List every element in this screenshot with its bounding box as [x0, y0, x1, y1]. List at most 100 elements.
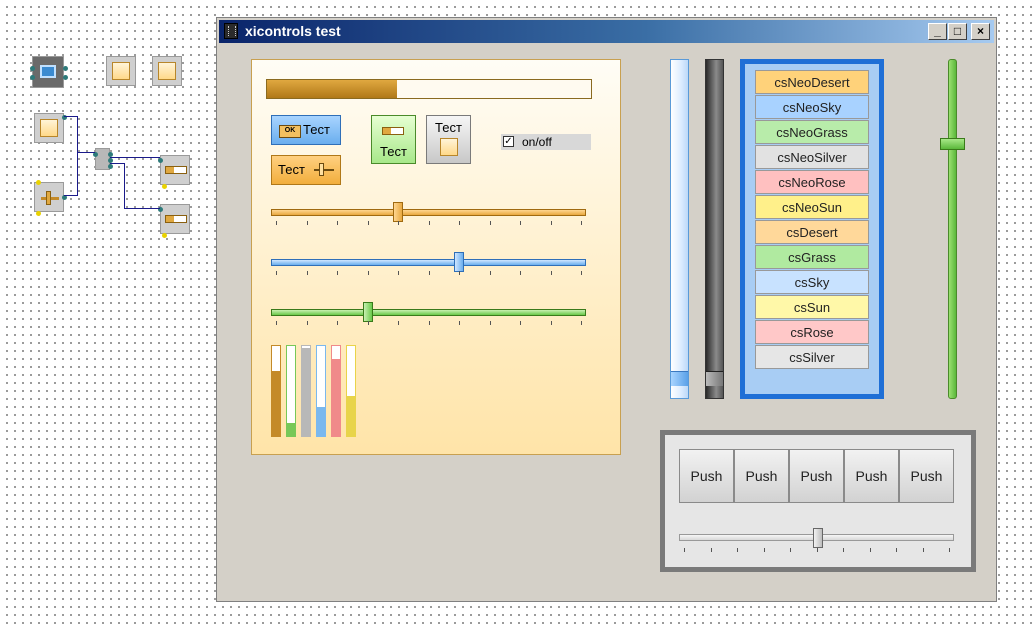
canvas-widget-panel-3[interactable]: [34, 113, 67, 143]
ok-icon: OK: [279, 125, 301, 138]
wire: [77, 152, 95, 153]
level-bar-fill: [347, 396, 355, 436]
tick: [276, 271, 277, 275]
level-bar: [301, 345, 311, 437]
tick: [398, 271, 399, 275]
tick: [790, 548, 791, 552]
style-list-item[interactable]: csNeoSilver: [755, 145, 869, 169]
style-list-item[interactable]: csNeoSun: [755, 195, 869, 219]
canvas-widget-panel-1[interactable]: [106, 56, 136, 86]
style-list-item[interactable]: csGrass: [755, 245, 869, 269]
slider-blue[interactable]: [271, 259, 586, 266]
toggle-icon: [382, 127, 404, 135]
tick: [276, 221, 277, 225]
level-bar-fill: [302, 347, 310, 436]
test-button-orange-label: Тест: [278, 162, 305, 177]
slider-green-thumb[interactable]: [362, 302, 373, 322]
push-button[interactable]: Push: [734, 449, 789, 503]
wire: [124, 208, 160, 209]
vertical-slider-green-thumb[interactable]: [940, 138, 965, 151]
level-bar: [271, 345, 281, 437]
test-toggle-silver[interactable]: Тест: [426, 115, 471, 164]
chip-icon: [224, 23, 238, 39]
minimize-button[interactable]: _: [928, 23, 947, 40]
checkbox-box[interactable]: ✓: [503, 136, 514, 147]
tick: [489, 221, 491, 225]
square-icon: [440, 138, 458, 156]
style-list-item[interactable]: csNeoRose: [755, 170, 869, 194]
push-slider[interactable]: [679, 528, 954, 548]
level-bar-fill: [287, 423, 295, 436]
tick: [367, 321, 369, 325]
canvas-widget-hub[interactable]: [93, 148, 113, 170]
tick: [922, 548, 924, 552]
style-list-item[interactable]: csSilver: [755, 345, 869, 369]
style-list-item[interactable]: csNeoDesert: [755, 70, 869, 94]
tick: [398, 221, 399, 225]
test-toggle-green[interactable]: Тест: [371, 115, 416, 164]
on-off-checkbox[interactable]: ✓ on/off: [501, 134, 591, 150]
vertical-slider-dark[interactable]: [705, 59, 724, 399]
push-button[interactable]: Push: [899, 449, 954, 503]
test-button-blue[interactable]: OK Тест: [271, 115, 341, 145]
tick: [398, 321, 399, 325]
tick: [896, 548, 897, 552]
push-button[interactable]: Push: [844, 449, 899, 503]
style-list-item[interactable]: csNeoSky: [755, 95, 869, 119]
tick: [276, 321, 277, 325]
level-bar: [346, 345, 356, 437]
level-bar: [316, 345, 326, 437]
tick: [550, 321, 552, 325]
style-list-item[interactable]: csSun: [755, 295, 869, 319]
slider-green[interactable]: [271, 309, 586, 316]
tick: [581, 271, 582, 275]
tick: [489, 271, 491, 275]
tick: [428, 221, 430, 225]
vertical-slider-dark-thumb[interactable]: [706, 371, 723, 387]
progress-bar: [266, 79, 592, 99]
close-button[interactable]: ×: [971, 23, 990, 40]
app-window: xicontrols test _ □ × OK Тест Тест Тест …: [216, 17, 997, 602]
tick: [489, 321, 491, 325]
test-button-orange[interactable]: Тест: [271, 155, 341, 185]
toggle-icon: [165, 166, 187, 174]
tick: [367, 271, 369, 275]
canvas-widget-panel-2[interactable]: [152, 56, 182, 86]
slider-blue-thumb[interactable]: [454, 252, 464, 272]
slider-green-ticks: [276, 321, 582, 325]
canvas-widget-slider[interactable]: [34, 180, 67, 216]
level-bar-fill: [317, 407, 325, 436]
push-button[interactable]: Push: [789, 449, 844, 503]
tick: [306, 221, 308, 225]
tick: [428, 321, 430, 325]
tick: [520, 221, 521, 225]
maximize-button[interactable]: □: [948, 23, 967, 40]
vertical-slider-blue[interactable]: [670, 59, 689, 399]
style-list-item[interactable]: csNeoGrass: [755, 120, 869, 144]
tick: [581, 321, 582, 325]
level-bar: [331, 345, 341, 437]
title-bar[interactable]: xicontrols test _ □ ×: [219, 20, 994, 43]
tick: [337, 321, 338, 325]
push-button[interactable]: Push: [679, 449, 734, 503]
slider-orange-thumb[interactable]: [393, 202, 403, 222]
wire: [110, 163, 124, 164]
canvas-widget-toggle-2[interactable]: [158, 204, 190, 238]
progress-fill: [267, 80, 397, 98]
push-slider-thumb[interactable]: [812, 528, 823, 548]
canvas-widget-form-icon[interactable]: [30, 56, 68, 88]
vertical-slider-green[interactable]: [940, 59, 965, 399]
tick: [763, 548, 765, 552]
slider-orange[interactable]: [271, 209, 586, 216]
tick: [710, 548, 712, 552]
checkbox-label: on/off: [522, 135, 552, 149]
toggle-icon: [165, 215, 187, 223]
vertical-slider-blue-thumb[interactable]: [671, 371, 688, 387]
style-list-item[interactable]: csDesert: [755, 220, 869, 244]
style-list-item[interactable]: csSky: [755, 270, 869, 294]
slider-blue-ticks: [276, 271, 582, 275]
style-list-item[interactable]: csRose: [755, 320, 869, 344]
canvas-widget-toggle-1[interactable]: [158, 155, 190, 189]
wire: [77, 116, 78, 195]
tick: [459, 221, 460, 225]
